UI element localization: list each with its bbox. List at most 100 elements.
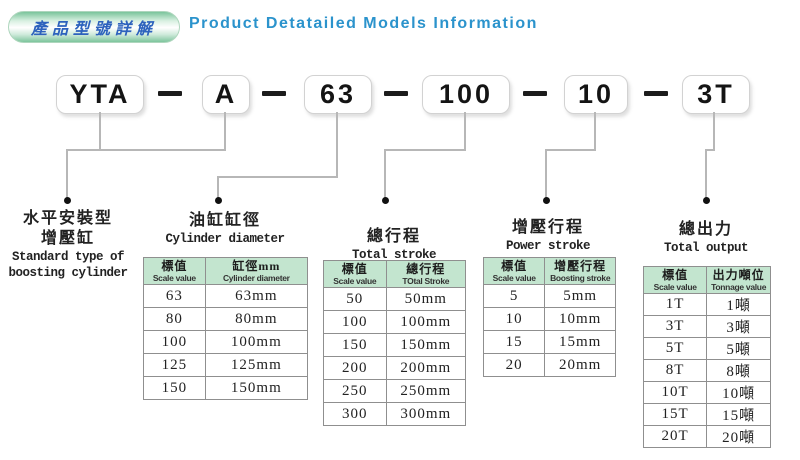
cell-scale: 20T <box>642 425 708 448</box>
cell-value: 15mm <box>544 330 616 354</box>
cell-value: 100mm <box>204 330 309 354</box>
cell-scale: 250 <box>323 379 387 403</box>
connector-line <box>384 149 386 200</box>
cell-value: 150mm <box>204 376 309 400</box>
connector-line <box>464 112 466 150</box>
cell-value: 100mm <box>385 310 467 334</box>
cell-scale: 50 <box>323 287 387 311</box>
model-segment-box-type: A <box>202 75 250 114</box>
cell-value: 5mm <box>544 284 616 308</box>
model-segment-box-tonnage: 3T <box>682 75 750 114</box>
group-title-en: Total output <box>663 241 749 255</box>
cell-scale: 15 <box>482 330 546 354</box>
model-segment-box-series: YTA <box>56 75 144 114</box>
connector-dot <box>703 197 710 204</box>
connector-line <box>705 149 707 200</box>
connector-line <box>594 112 596 150</box>
table-header-row: 標值 Scale value 增壓行程 Boosting stroke <box>482 257 616 285</box>
group-title-en: Power stroke <box>505 239 591 253</box>
header-cell-boosting-stroke: 增壓行程 Boosting stroke <box>544 257 616 285</box>
cell-value: 250mm <box>385 379 467 403</box>
header-en: Scale value <box>152 273 196 283</box>
connector-line <box>217 176 338 178</box>
cell-value: 1噸 <box>706 293 771 316</box>
header-cell-cylinder-diameter: 缸徑mm Cylinder diameter <box>204 257 309 285</box>
connector-dot <box>215 197 222 204</box>
header-zh: 標值 <box>341 262 368 276</box>
table-header-row: 標值 Scale value 總行程 TOtal Stroke <box>323 260 467 288</box>
connector-line <box>545 149 596 151</box>
header-cell-scale-value: 標值 Scale value <box>143 257 206 285</box>
group-title-zh: 水平安裝型 <box>22 210 113 227</box>
group-label-total-stroke: 總行程 Total stroke <box>320 227 468 263</box>
cell-value: 10噸 <box>706 381 771 404</box>
header-en: Scale value <box>492 273 536 283</box>
header-zh: 出力噸位 <box>712 268 765 282</box>
connector-dot <box>64 197 71 204</box>
connector-line <box>336 112 338 178</box>
group-title-zh: 總出力 <box>678 221 733 238</box>
connector-line <box>66 149 68 200</box>
cell-value: 8噸 <box>706 359 771 382</box>
header-en: TOtal Stroke <box>402 276 450 286</box>
cell-scale: 125 <box>143 353 206 377</box>
connector-line <box>224 112 226 150</box>
group-label-standard-type: 水平安裝型 增壓缸 Standard type of boosting cyli… <box>0 209 136 281</box>
cell-scale: 80 <box>143 307 206 331</box>
group-label-power-stroke: 增壓行程 Power stroke <box>480 218 616 254</box>
connector-line <box>384 149 466 151</box>
cell-scale: 150 <box>323 333 387 357</box>
group-title-zh: 增壓行程 <box>511 219 584 236</box>
header-en: Cylinder diameter <box>222 273 290 283</box>
group-title-zh: 總行程 <box>366 228 421 245</box>
header-zh: 標值 <box>161 259 188 273</box>
table-header-row: 標值 Scale value 出力噸位 Tonnage value <box>642 266 771 294</box>
connector-dot <box>382 197 389 204</box>
model-separator-dash <box>262 91 286 96</box>
cell-value: 10mm <box>544 307 616 331</box>
header-cell-scale-value: 標值 Scale value <box>482 257 546 285</box>
group-title-zh: 增壓缸 <box>40 230 95 247</box>
cell-scale: 15T <box>642 403 708 426</box>
connector-line <box>545 149 547 200</box>
cell-value: 150mm <box>385 333 467 357</box>
cell-scale: 5 <box>482 284 546 308</box>
model-segment-box-stroke: 100 <box>422 75 510 114</box>
header-en: Scale value <box>333 276 377 286</box>
cell-scale: 10 <box>482 307 546 331</box>
cell-scale: 63 <box>143 284 206 308</box>
cell-scale: 3T <box>642 315 708 338</box>
model-separator-dash <box>158 91 182 96</box>
model-separator-dash <box>644 91 668 96</box>
header-cell-tonnage-value: 出力噸位 Tonnage value <box>706 266 771 294</box>
model-separator-dash <box>523 91 547 96</box>
connector-line <box>99 112 101 150</box>
table-header-row: 標值 Scale value 缸徑mm Cylinder diameter <box>143 257 309 285</box>
model-separator-dash <box>384 91 408 96</box>
cell-value: 5噸 <box>706 337 771 360</box>
cell-scale: 8T <box>642 359 708 382</box>
header-zh: 標值 <box>662 268 689 282</box>
cell-scale: 150 <box>143 376 206 400</box>
cell-scale: 100 <box>143 330 206 354</box>
header-zh: 增壓行程 <box>554 259 607 273</box>
